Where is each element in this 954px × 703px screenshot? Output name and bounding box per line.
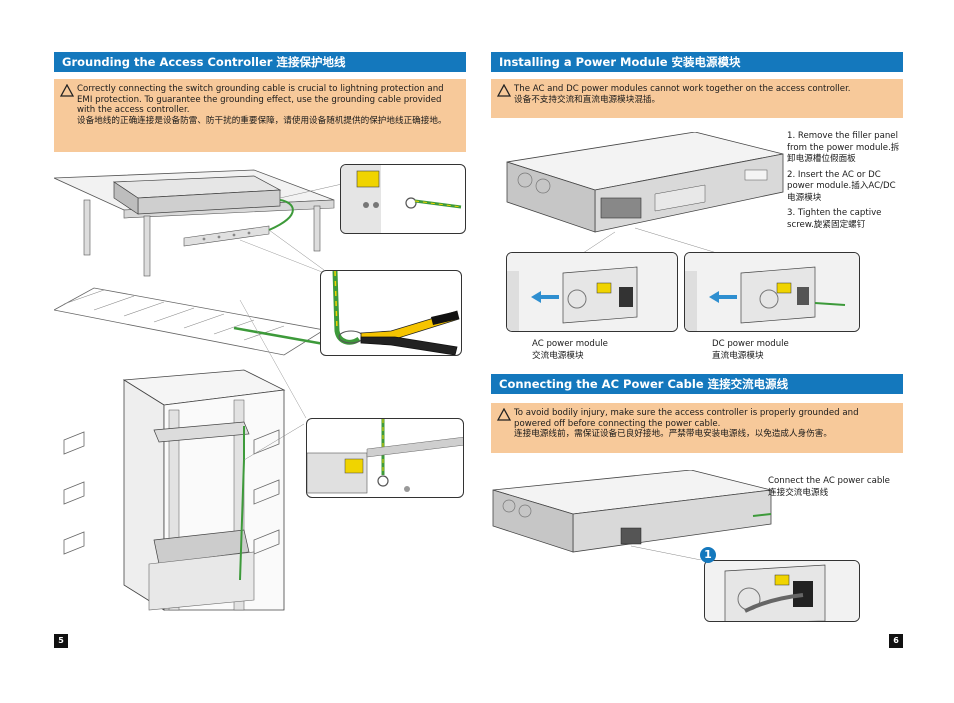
power-module-warning-box: The AC and DC power modules cannot work …: [491, 79, 903, 118]
grounding-warning-box: Correctly connecting the switch groundin…: [54, 79, 466, 152]
inset-leader-lines: [239, 239, 323, 419]
grounding-warning-en: Correctly connecting the switch groundin…: [77, 84, 444, 116]
ac-cable-inset: [704, 560, 860, 622]
ac-power-module-inset: [506, 252, 678, 332]
power-steps: 1. Remove the filler panel from the powe…: [787, 131, 903, 231]
grounding-warning-zh: 设备地线的正确连接是设备防雷、防干扰的重要保障，请使用设备随机提供的保护地线正确…: [77, 115, 447, 126]
power-module-device-illustration: [506, 132, 784, 257]
grounding-section-header: Grounding the Access Controller 连接保护地线: [54, 52, 466, 72]
step-1: 1. Remove the filler panel from the powe…: [787, 131, 900, 164]
crimp-tool-inset: [320, 270, 462, 356]
ac-caption-en: AC power module: [532, 339, 608, 349]
power-module-section-header: Installing a Power Module 安装电源模块: [491, 52, 903, 72]
ac-caption: AC power module 交流电源模块: [532, 339, 672, 362]
ac-cable-device-illustration: [492, 470, 772, 560]
grounding-illustration: [54, 169, 343, 611]
ac-cable-caption-en: Connect the AC power cable: [768, 476, 890, 486]
cable-warning-zh: 连接电源线前，需保证设备已良好接地。严禁带电安装电源线，以免造成人身伤害。: [514, 429, 832, 440]
dc-power-module-inset: [684, 252, 860, 332]
callout-number-1: 1: [700, 547, 716, 563]
warning-icon: [60, 84, 74, 97]
ac-cable-warning-box: To avoid bodily injury, make sure the ac…: [491, 403, 903, 453]
warning-icon: [497, 84, 511, 97]
ac-cable-caption-zh: 连接交流电源线: [768, 487, 829, 498]
page-number-left: 5: [54, 634, 68, 648]
dc-caption-en: DC power module: [712, 339, 789, 349]
ground-terminal-inset: [340, 164, 466, 234]
step-2: 2. Insert the AC or DC power module.插入AC…: [787, 169, 896, 203]
ac-cable-caption: Connect the AC power cable 连接交流电源线: [768, 476, 903, 499]
ac-cable-section-header: Connecting the AC Power Cable 连接交流电源线: [491, 374, 903, 394]
page-number-right: 6: [889, 634, 903, 648]
step-3: 3. Tighten the captive screw.旋紧固定螺钉: [787, 208, 882, 230]
power-warning-zh: 设备不支持交流和直流电源模块混插。: [514, 94, 661, 105]
cable-warning-en: To avoid bodily injury, make sure the ac…: [514, 408, 859, 429]
dc-caption: DC power module 直流电源模块: [712, 339, 852, 362]
ac-caption-zh: 交流电源模块: [532, 350, 584, 361]
warning-icon: [497, 408, 511, 421]
rack-ground-inset: [306, 418, 464, 498]
dc-caption-zh: 直流电源模块: [712, 350, 764, 361]
power-warning-en: The AC and DC power modules cannot work …: [514, 84, 851, 94]
